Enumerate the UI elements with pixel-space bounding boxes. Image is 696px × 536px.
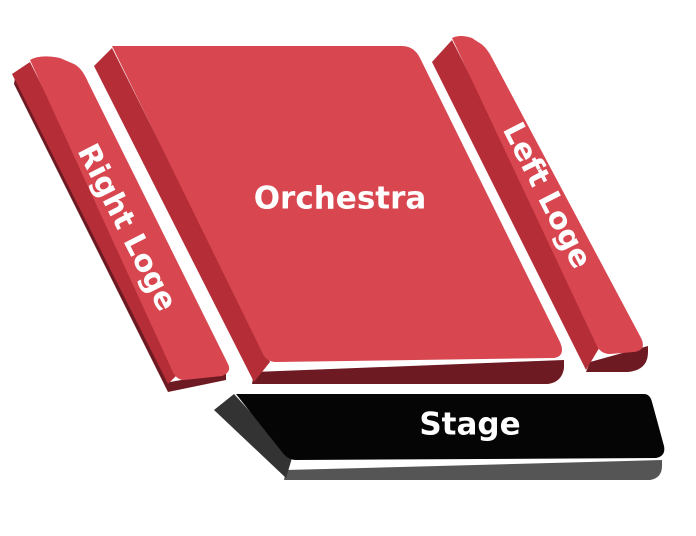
orchestra-section[interactable]: Orchestra xyxy=(94,46,564,384)
stage-label: Stage xyxy=(419,407,520,443)
stage-top xyxy=(236,394,665,460)
stage-side xyxy=(214,394,292,478)
left-loge-base xyxy=(586,346,648,372)
stage-base xyxy=(284,460,662,480)
right-loge-side xyxy=(12,62,184,384)
orchestra-label: Orchestra xyxy=(254,181,427,217)
stage-section[interactable]: Stage xyxy=(214,394,665,480)
orchestra-base xyxy=(252,360,564,384)
left-loge-side xyxy=(432,40,604,370)
left-loge-top xyxy=(452,36,643,354)
orchestra-top xyxy=(112,46,562,362)
orchestra-side xyxy=(94,48,270,382)
right-loge-top xyxy=(30,56,230,381)
